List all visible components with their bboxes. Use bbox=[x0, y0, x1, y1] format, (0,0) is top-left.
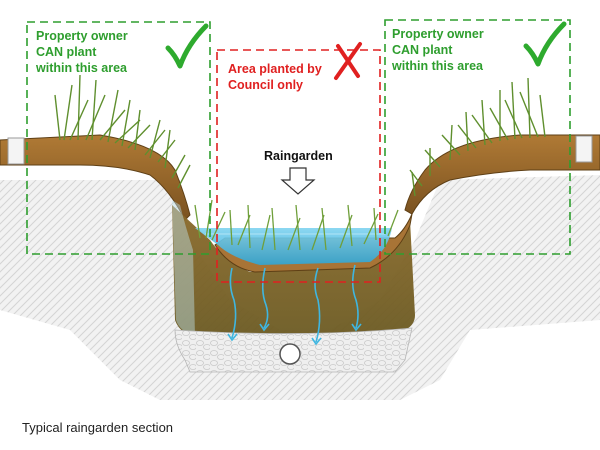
council-zone-line-1: Area planted by bbox=[228, 62, 322, 76]
grass-left bbox=[54, 74, 191, 189]
left-zone-line-3: within this area bbox=[35, 61, 128, 75]
check-icon bbox=[165, 23, 209, 69]
right-zone-line-2: CAN plant bbox=[392, 43, 453, 57]
left-zone-label: Property owner CAN plant within this are… bbox=[35, 29, 131, 75]
right-fence-post bbox=[575, 135, 593, 163]
filter-media bbox=[172, 205, 415, 338]
infiltration-arrow bbox=[261, 267, 269, 329]
infiltration-arrow bbox=[314, 267, 321, 343]
left-zone-box bbox=[26, 21, 211, 255]
infiltration-arrows bbox=[227, 264, 362, 346]
left-bank-soil bbox=[0, 134, 191, 221]
infiltration-arrow bbox=[351, 264, 359, 329]
left-fence-post bbox=[7, 137, 25, 165]
grass-right bbox=[409, 77, 546, 197]
council-zone-box bbox=[216, 49, 381, 283]
diagram-caption: Typical raingarden section bbox=[22, 420, 174, 435]
right-zone-label: Property owner CAN plant within this are… bbox=[391, 27, 487, 73]
down-arrow-icon bbox=[280, 167, 316, 195]
council-zone-label: Area planted by Council only bbox=[228, 62, 325, 92]
infiltration-arrow bbox=[229, 267, 237, 339]
ponded-water bbox=[195, 228, 392, 265]
grass-basin bbox=[194, 199, 399, 251]
cross-icon bbox=[334, 42, 362, 80]
underdrain-pipe bbox=[279, 343, 301, 365]
right-zone-box bbox=[384, 19, 571, 255]
right-zone-line-1: Property owner bbox=[392, 27, 484, 41]
right-zone-line-3: within this area bbox=[391, 59, 484, 73]
raingarden-label: Raingarden bbox=[264, 149, 333, 163]
left-zone-line-1: Property owner bbox=[36, 29, 128, 43]
left-zone-line-2: CAN plant bbox=[36, 45, 97, 59]
liner-sheen bbox=[172, 200, 195, 336]
check-icon bbox=[523, 21, 567, 67]
council-zone-line-2: Council only bbox=[228, 78, 303, 92]
right-bank-soil bbox=[404, 134, 600, 215]
ground-background bbox=[0, 175, 600, 400]
